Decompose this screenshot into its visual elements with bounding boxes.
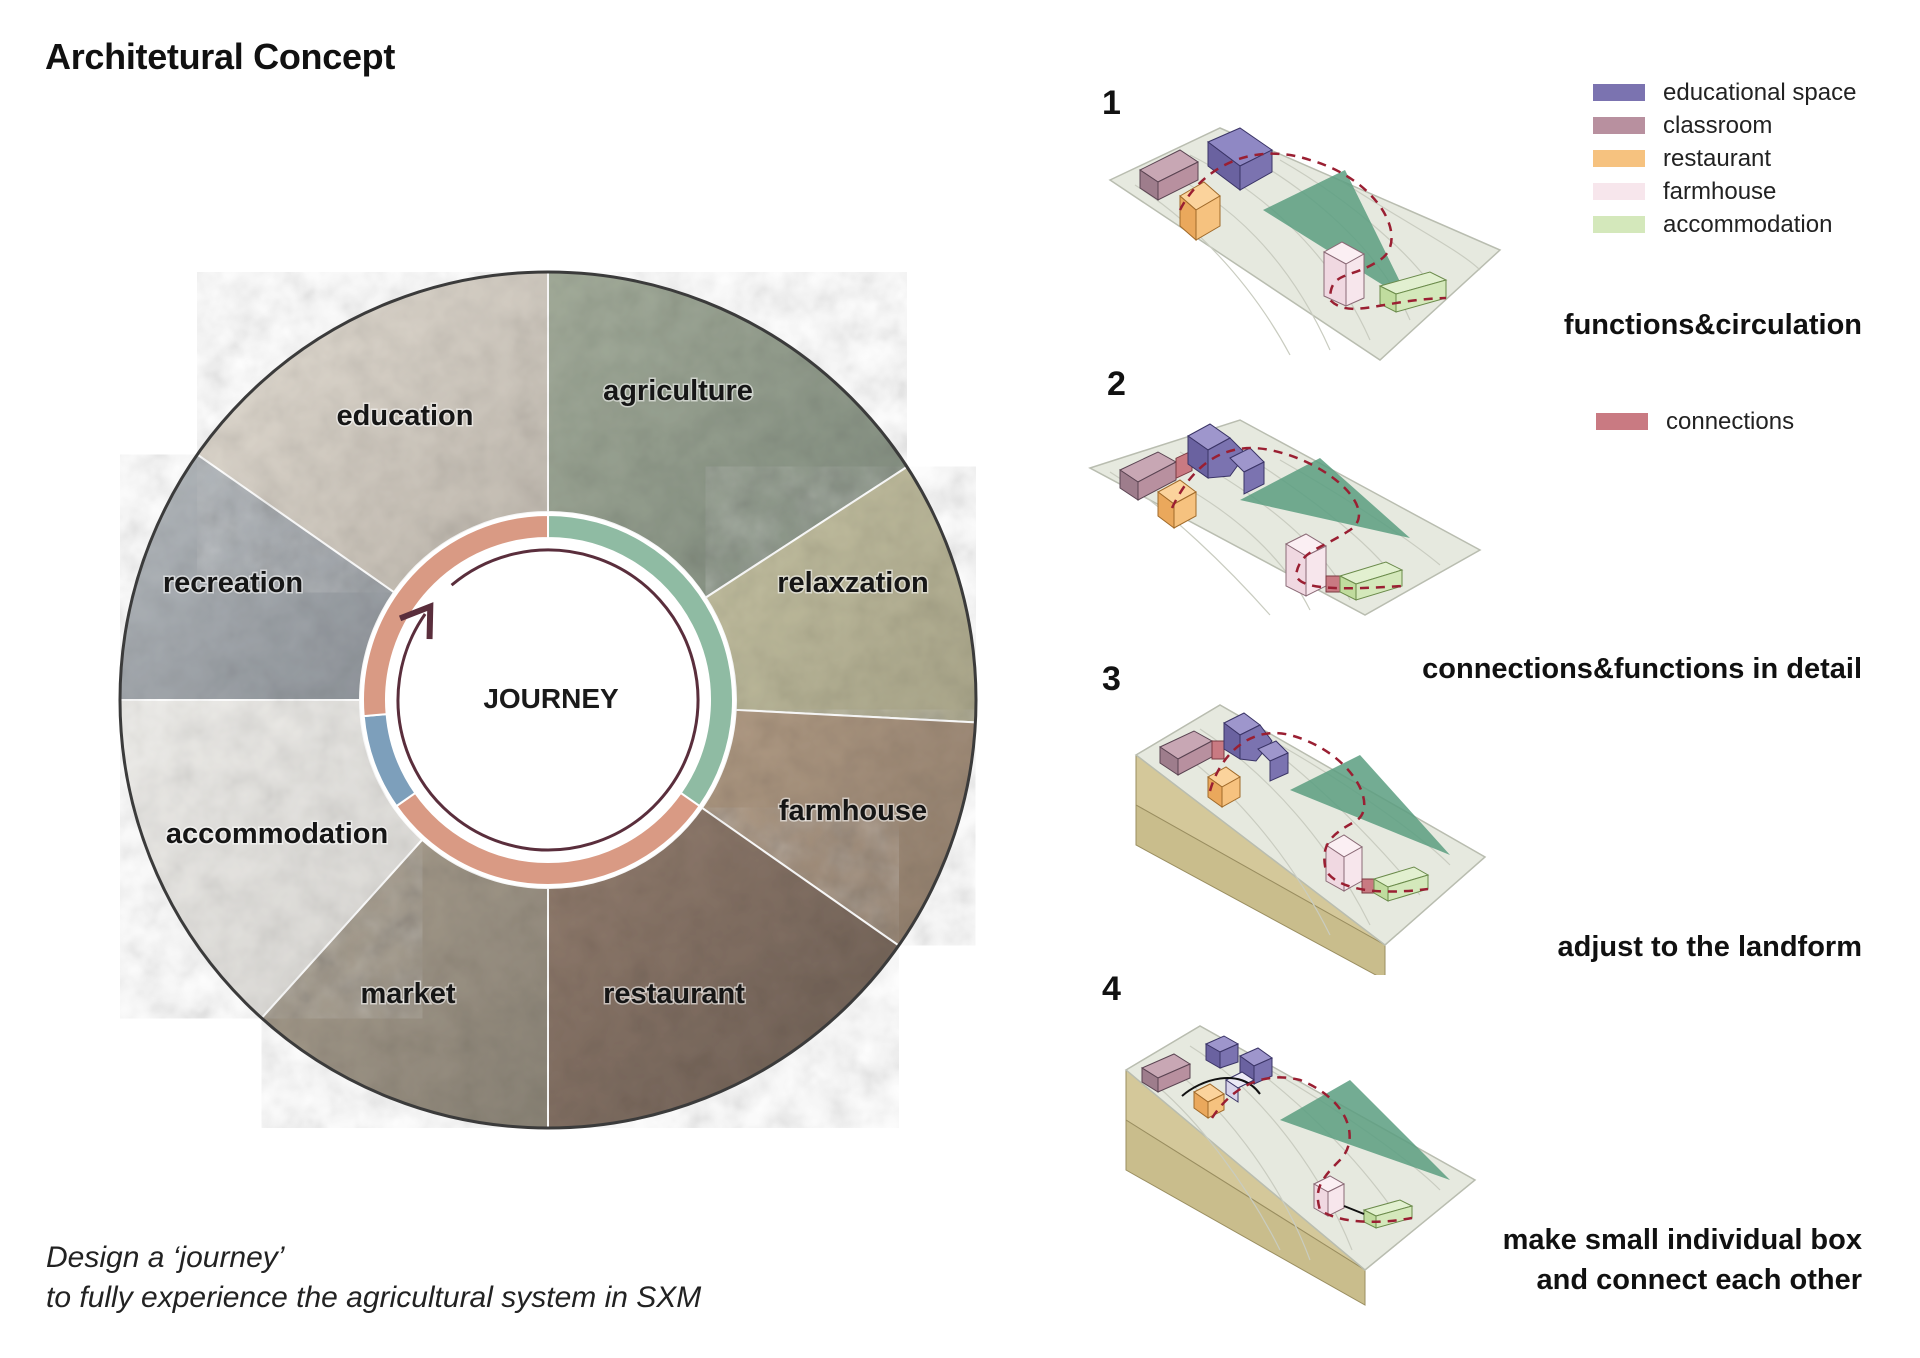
legend-item-connections: connections — [1596, 405, 1794, 438]
segment-label-farmhouse: farmhouse — [779, 795, 927, 827]
step-caption-4-line-1: make small individual box — [1502, 1224, 1862, 1256]
swatch-farmhouse — [1593, 183, 1645, 200]
step-number-4: 4 — [1102, 970, 1121, 1008]
wheel-rim — [118, 270, 978, 1130]
farmhouse-block-icon — [1322, 241, 1366, 307]
massing-model-4 — [1124, 1025, 1477, 1306]
step-number-3: 3 — [1102, 660, 1121, 698]
swatch-classroom — [1593, 117, 1645, 134]
step-caption-4: make small individual box and connect ea… — [1503, 1220, 1862, 1300]
segment-label-relaxzation: relaxzation — [777, 567, 929, 599]
segment-label-education: education — [337, 400, 474, 432]
restaurant-block-icon — [1179, 181, 1221, 242]
connections-legend: connections — [1596, 405, 1794, 438]
massing-model-1 — [1108, 127, 1502, 361]
swatch-restaurant — [1593, 150, 1645, 167]
step-number-2: 2 — [1107, 365, 1126, 403]
classroom-block-icon — [1139, 149, 1199, 201]
legend-item-educational-space: educational space — [1593, 76, 1856, 109]
legend-item-classroom: classroom — [1593, 109, 1856, 142]
function-legend: educational space classroom restaurant f… — [1593, 76, 1856, 241]
subtitle: Design a ‘journey’ to fully experience t… — [46, 1238, 701, 1318]
swatch-connections — [1596, 413, 1648, 430]
legend-item-accommodation: accommodation — [1593, 208, 1856, 241]
segment-label-accommodation: accommodation — [166, 818, 388, 850]
step-number-1: 1 — [1102, 84, 1121, 122]
wheel-segments — [118, 270, 978, 1130]
segment-label-restaurant: restaurant — [603, 978, 745, 1010]
hub-inner — [390, 542, 706, 858]
page-title: Architetural Concept — [45, 36, 396, 77]
massing-model-2 — [1088, 419, 1482, 616]
step-caption-3: adjust to the landform — [1557, 931, 1863, 963]
segment-label-agriculture: agriculture — [603, 375, 753, 407]
massing-model-3 — [1134, 704, 1487, 975]
journey-wheel: JOURNEY education agriculture relaxzation f… — [118, 270, 978, 1130]
segment-labels: education agriculture relaxzation farmhouse… — [161, 374, 930, 1012]
educational-block-icon — [1207, 127, 1273, 191]
journey-label: JOURNEY — [483, 683, 619, 714]
legend-item-farmhouse: farmhouse — [1593, 175, 1856, 208]
step-caption-4-line-2: and connect each other — [1536, 1264, 1862, 1296]
swatch-accommodation — [1593, 216, 1645, 233]
swatch-educational-space — [1593, 84, 1645, 101]
journey-arrow-icon — [396, 548, 700, 852]
legend-item-restaurant: restaurant — [1593, 142, 1856, 175]
segment-label-market: market — [360, 978, 455, 1010]
segment-label-recreation: recreation — [163, 567, 303, 599]
step-caption-2: connections&functions in detail — [1422, 653, 1862, 685]
subtitle-line-1: Design a ‘journey’ — [46, 1241, 285, 1274]
subtitle-line-2: to fully experience the agricultural sys… — [46, 1281, 702, 1314]
step-caption-1: functions&circulation — [1563, 309, 1862, 341]
